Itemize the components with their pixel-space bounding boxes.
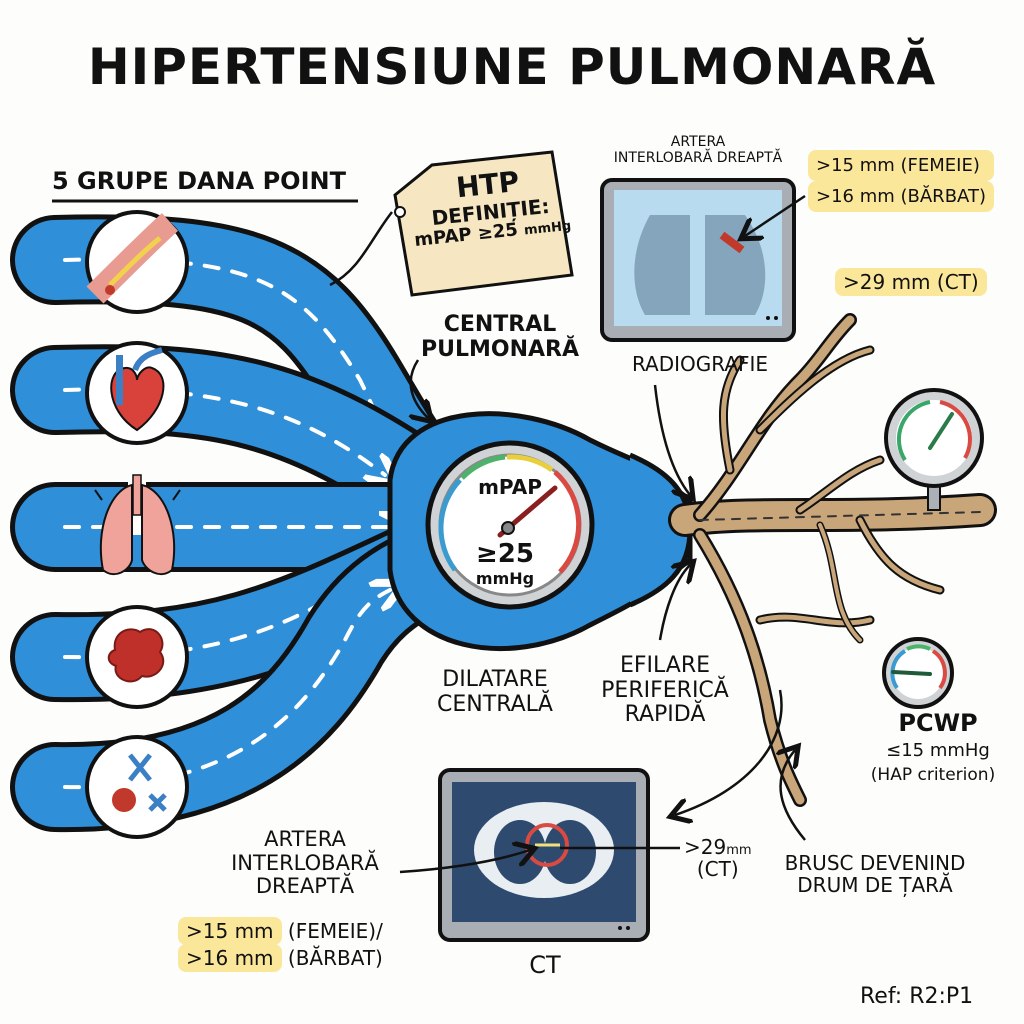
ct-measure-unit: mm xyxy=(726,843,752,858)
xray-caption-top: ARTERA INTERLOBARĂ DREAPTĂ xyxy=(598,134,798,166)
tag-string xyxy=(329,211,393,287)
gauge-unit: mmHg xyxy=(475,569,535,588)
artery-plaque-icon xyxy=(85,210,189,314)
pruning-arrow xyxy=(658,565,690,641)
dilatation-line2: CENTRALĂ xyxy=(437,691,553,717)
country-road-line1: BRUSC DEVENIND xyxy=(784,851,966,875)
artery-criteria: >15 mm (FEMEIE)/ >16 mm (BĂRBAT) xyxy=(178,917,383,972)
central-label-line1: CENTRAL xyxy=(443,312,557,337)
artery-crit2-sex: (BĂRBAT) xyxy=(287,946,383,970)
page-title: HIPERTENSIUNE PULMONARĂ xyxy=(87,38,937,96)
country-road-label: BRUSC DEVENIND DRUM DE ȚARĂ xyxy=(770,852,980,897)
artery-label-line2: INTERLOBARĂ xyxy=(231,850,379,875)
artery-label: ARTERA INTERLOBARĂ DREAPTĂ xyxy=(215,827,395,899)
pcwp-label: PCWP xyxy=(898,709,978,737)
artery-label-line3: DREAPTĂ xyxy=(255,874,355,899)
pruning-line2: PERIFERICĂ xyxy=(601,677,729,703)
xray-criterion-male: >16 mm (BĂRBAT) xyxy=(808,181,994,212)
groups-header: 5 GRUPE DANA POINT xyxy=(52,167,346,195)
dilatation-label: DILATARE CENTRALĂ xyxy=(425,667,565,717)
pruning-label: EFILARE PERIFERICĂ RAPIDĂ xyxy=(585,653,745,728)
artery-label-line1: ARTERA xyxy=(264,827,346,851)
radiografie-label: RADIOGRAFIE xyxy=(631,352,769,376)
ct-caption: CT xyxy=(529,951,561,979)
reference-label: Ref: R2:P1 xyxy=(860,984,974,1009)
gauge-value: ≥25 xyxy=(476,539,534,569)
ct-arrow xyxy=(675,689,783,815)
pressure-gauge-small xyxy=(884,388,984,511)
ct-measure-mod: (CT) xyxy=(696,857,739,882)
mpap-gauge xyxy=(425,440,595,610)
xray-ct-criterion: >29 mm (CT) xyxy=(835,268,987,296)
central-arrow xyxy=(411,359,428,418)
artery-crit2-value: >16 mm xyxy=(178,944,282,972)
ct-measure: >29mm (CT) xyxy=(684,836,752,880)
pruning-line3: RAPIDĂ xyxy=(624,702,706,728)
definition-tag xyxy=(393,150,574,297)
artery-crit1-value: >15 mm xyxy=(178,917,282,945)
artery-crit1-sex: (FEMEIE)/ xyxy=(287,919,383,943)
xray-monitor xyxy=(600,178,796,342)
country-road-line2: DRUM DE ȚARĂ xyxy=(797,873,953,898)
gauge-label: mPAP xyxy=(478,475,542,499)
lungs-icon xyxy=(94,474,181,576)
central-label-line2: PULMONARĂ xyxy=(420,336,579,362)
radiografie-arrow xyxy=(653,384,690,495)
ct-measure-value: >29 xyxy=(684,835,727,859)
thrombus-icon xyxy=(85,605,189,709)
artery-pointer-arrow xyxy=(399,850,530,874)
pcwp-value: ≤15 mmHg xyxy=(886,740,990,761)
pruning-line1: EFILARE xyxy=(619,653,711,678)
xray-criterion-female: >15 mm (FEMEIE) xyxy=(808,150,994,181)
central-pulmonara-label: CENTRAL PULMONARĂ xyxy=(415,312,585,362)
xray-criteria: >15 mm (FEMEIE) >16 mm (BĂRBAT) xyxy=(808,150,994,212)
xray-caption-line2: INTERLOBARĂ DREAPTĂ xyxy=(613,149,783,166)
heart-icon xyxy=(85,341,189,445)
peripheral-branches xyxy=(668,313,997,807)
country-road-arrow xyxy=(781,750,806,841)
ct-monitor xyxy=(438,768,650,942)
xray-caption-line1: ARTERA xyxy=(670,134,726,150)
misc-mechanisms-icon xyxy=(85,735,189,839)
pcwp-note: (HAP criterion) xyxy=(870,765,996,785)
dilatation-line1: DILATARE xyxy=(442,667,548,692)
pcwp-gauge xyxy=(882,637,954,709)
xray-pointer-arrow xyxy=(745,194,806,236)
